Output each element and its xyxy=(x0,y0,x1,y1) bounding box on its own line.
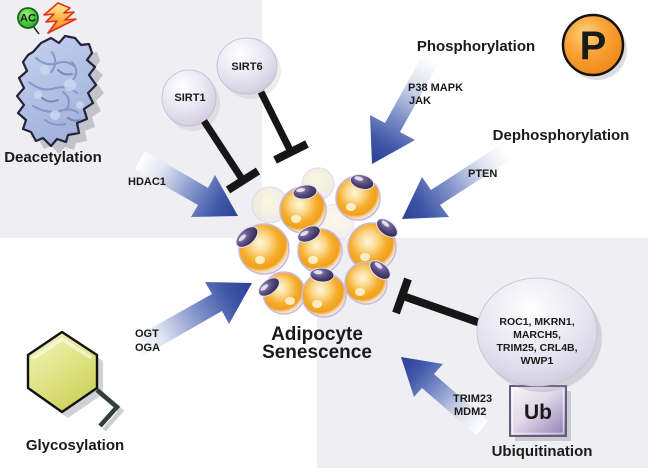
deacetylation-section: AC Deacetylation SIRT1 SIRT6 HDAC1 xyxy=(4,2,309,217)
kinase-label-1: P38 MAPK xyxy=(408,82,463,94)
phosphorylation-section: Phosphorylation P P38 MAPK JAK xyxy=(370,13,627,164)
adipocyte-cell xyxy=(297,225,343,274)
kinase-label-2: JAK xyxy=(409,95,431,107)
ubiquitination-heading: Ubiquitination xyxy=(492,443,593,460)
phosphorylation-heading: Phosphorylation xyxy=(417,38,535,55)
glycosylation-heading: Glycosylation xyxy=(26,437,124,454)
protein-structure-icon xyxy=(15,34,104,154)
sirt6-sphere: SIRT6 xyxy=(216,37,281,99)
sirt1-label: SIRT1 xyxy=(174,92,205,104)
dephosphorylation-section: Dephosphorylation PTEN xyxy=(402,127,629,219)
ligase-list-line3: TRIM25, CRL4B, xyxy=(496,342,577,354)
oga-label: OGA xyxy=(135,342,160,354)
adipocyte-cell xyxy=(235,223,290,275)
acetyl-badge: AC xyxy=(17,7,39,29)
ub-badge-label: Ub xyxy=(524,401,552,424)
ligase-list-line1: ROC1, MKRN1, xyxy=(499,316,574,328)
adipocyte-cell xyxy=(301,267,347,318)
adipocyte-cluster: Adipocyte Senescence xyxy=(235,167,398,363)
adipocyte-cell xyxy=(347,218,398,272)
glycan-bond-icon xyxy=(95,388,121,428)
center-title-line2: Senescence xyxy=(262,342,372,363)
ligase-list-line4: WWP1 xyxy=(521,355,554,367)
adipocyte-cell xyxy=(344,260,391,305)
hdac1-label: HDAC1 xyxy=(128,176,166,188)
deacetylation-heading: Deacetylation xyxy=(4,149,102,166)
acetyl-badge-label: AC xyxy=(20,13,36,25)
lightning-icon xyxy=(43,2,77,34)
trim23-label: TRIM23 xyxy=(453,393,492,405)
mdm2-label: MDM2 xyxy=(454,406,486,418)
sirt1-inhibition-bar xyxy=(201,119,261,194)
center-title-line1: Adipocyte xyxy=(271,324,363,345)
ubiquitin-inhibition-bar xyxy=(392,277,488,329)
pten-label: PTEN xyxy=(468,168,497,180)
sirt1-sphere: SIRT1 xyxy=(161,69,220,131)
sirt6-inhibition-bar xyxy=(257,90,309,164)
sirt6-label: SIRT6 xyxy=(231,61,262,73)
trim23-mdm2-arrow xyxy=(401,357,488,435)
dephosphorylation-heading: Dephosphorylation xyxy=(493,127,630,144)
hdac1-arrow xyxy=(135,151,238,217)
pten-arrow xyxy=(402,145,510,219)
glycosylation-section: Glycosylation OGT OGA xyxy=(26,282,252,454)
ub-square-badge: Ub xyxy=(509,385,571,441)
ogt-oga-arrow xyxy=(130,282,252,358)
ogt-label: OGT xyxy=(135,328,159,340)
phospho-badge-label: P xyxy=(580,24,607,68)
p38-jak-arrow xyxy=(370,56,438,164)
acetyl-badge-tail xyxy=(32,25,40,35)
hexagon-gloss xyxy=(32,336,92,360)
adipocyte-cell xyxy=(335,174,381,221)
ubiquitination-section: Ub ROC1, MKRN1, MARCH5, TRIM25, CRL4B, W… xyxy=(392,277,602,460)
ligase-sphere: ROC1, MKRN1, MARCH5, TRIM25, CRL4B, WWP1 xyxy=(476,277,602,392)
phospho-badge: P xyxy=(561,13,627,80)
ligase-list-line2: MARCH5, xyxy=(513,329,561,341)
